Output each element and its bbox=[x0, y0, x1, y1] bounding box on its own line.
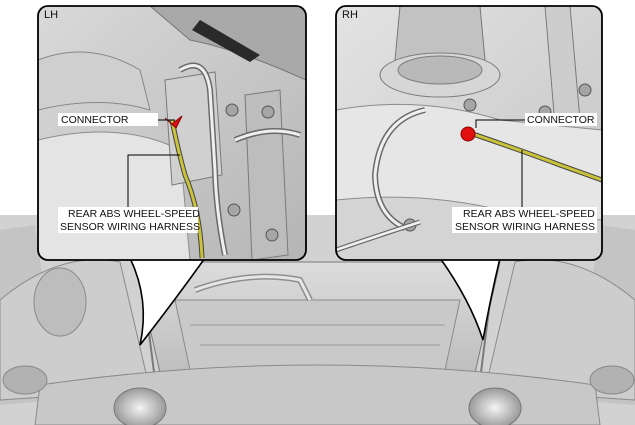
lh-harness-label-line1: REAR ABS WHEEL-SPEED bbox=[68, 208, 200, 220]
lh-panel-title: LH bbox=[44, 9, 58, 21]
left-callout-pointer bbox=[128, 257, 207, 346]
rh-connector bbox=[460, 126, 476, 142]
rh-connector-leader bbox=[475, 119, 525, 128]
rh-detail-panel: RH CONNECTOR REAR ABS WHEEL-SPEED SENSOR… bbox=[335, 5, 603, 261]
rh-panel-title: RH bbox=[342, 9, 358, 21]
rh-harness-label-line1: REAR ABS WHEEL-SPEED bbox=[463, 208, 595, 220]
rh-harness-label-line2: SENSOR WIRING HARNESS bbox=[455, 221, 595, 233]
lh-harness-leader bbox=[127, 154, 180, 208]
lh-connector bbox=[164, 115, 183, 129]
lh-detail-panel: LH CONNECTOR REAR ABS WHEEL-SPEED SENSOR… bbox=[37, 5, 307, 261]
right-callout-pointer bbox=[438, 257, 502, 341]
lh-harness-label-line2: SENSOR WIRING HARNESS bbox=[60, 221, 200, 233]
rh-connector-label: CONNECTOR bbox=[527, 114, 595, 126]
lh-connector-label: CONNECTOR bbox=[61, 114, 129, 126]
